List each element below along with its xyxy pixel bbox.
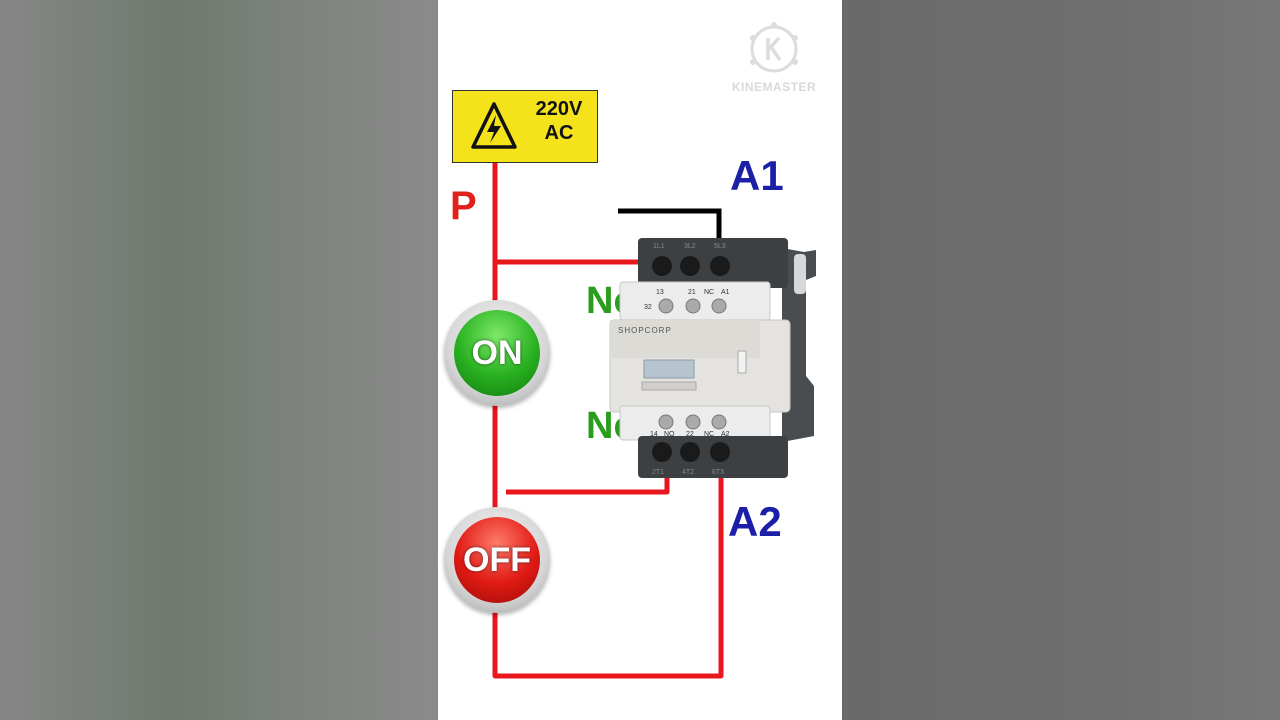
kinemaster-logo-icon bbox=[750, 22, 798, 73]
high-voltage-icon bbox=[471, 102, 517, 149]
contactor: 1L1 3L2 5L3 13 21 NC A1 32 14 NO bbox=[606, 236, 820, 480]
coil-a1-label: A1 bbox=[730, 152, 784, 199]
terminal-label: 6T3 bbox=[712, 469, 724, 476]
aux-label: A2 bbox=[721, 431, 730, 438]
aux-label: 14 bbox=[650, 431, 658, 438]
terminal-label: 2T1 bbox=[652, 469, 664, 476]
terminal-label: 5L3 bbox=[714, 243, 726, 250]
on-button-label: ON bbox=[454, 310, 540, 396]
terminal-label: 1L1 bbox=[653, 243, 665, 250]
contactor-brand: SHOPCORP bbox=[618, 326, 672, 335]
kinemaster-watermark: KINEMASTER bbox=[726, 22, 822, 94]
off-button-label: OFF bbox=[454, 517, 540, 603]
terminal-label: 3L2 bbox=[684, 243, 696, 250]
current-type: AC bbox=[544, 122, 574, 144]
aux-label: NC bbox=[704, 431, 714, 438]
aux-label: A1 bbox=[721, 289, 730, 296]
terminal-label: 4T2 bbox=[682, 469, 694, 476]
wiring-diagram: 220V AC P A1 A2 No No ON OFF 1L1 3L2 5L3 bbox=[438, 0, 842, 720]
watermark-text: KINEMASTER bbox=[731, 80, 817, 94]
right-blur-background bbox=[842, 0, 1280, 720]
left-blur-background bbox=[0, 0, 438, 720]
phase-label: P bbox=[450, 184, 477, 228]
contactor-body: 1L1 3L2 5L3 13 21 NC A1 32 14 NO bbox=[609, 238, 816, 478]
off-push-button: OFF bbox=[444, 507, 550, 613]
aux-label: 13 bbox=[656, 289, 664, 296]
aux-label: 32 bbox=[644, 304, 652, 311]
aux-label: NO bbox=[664, 431, 675, 438]
aux-label: 21 bbox=[688, 289, 696, 296]
voltage-warning-sign: 220V AC bbox=[452, 90, 598, 163]
wire-off-to-a2 bbox=[492, 418, 724, 679]
coil-a2-label: A2 bbox=[728, 498, 782, 545]
aux-label: 22 bbox=[686, 431, 694, 438]
voltage-value: 220V bbox=[535, 98, 583, 120]
on-push-button: ON bbox=[444, 300, 550, 406]
aux-label: NC bbox=[704, 289, 714, 296]
